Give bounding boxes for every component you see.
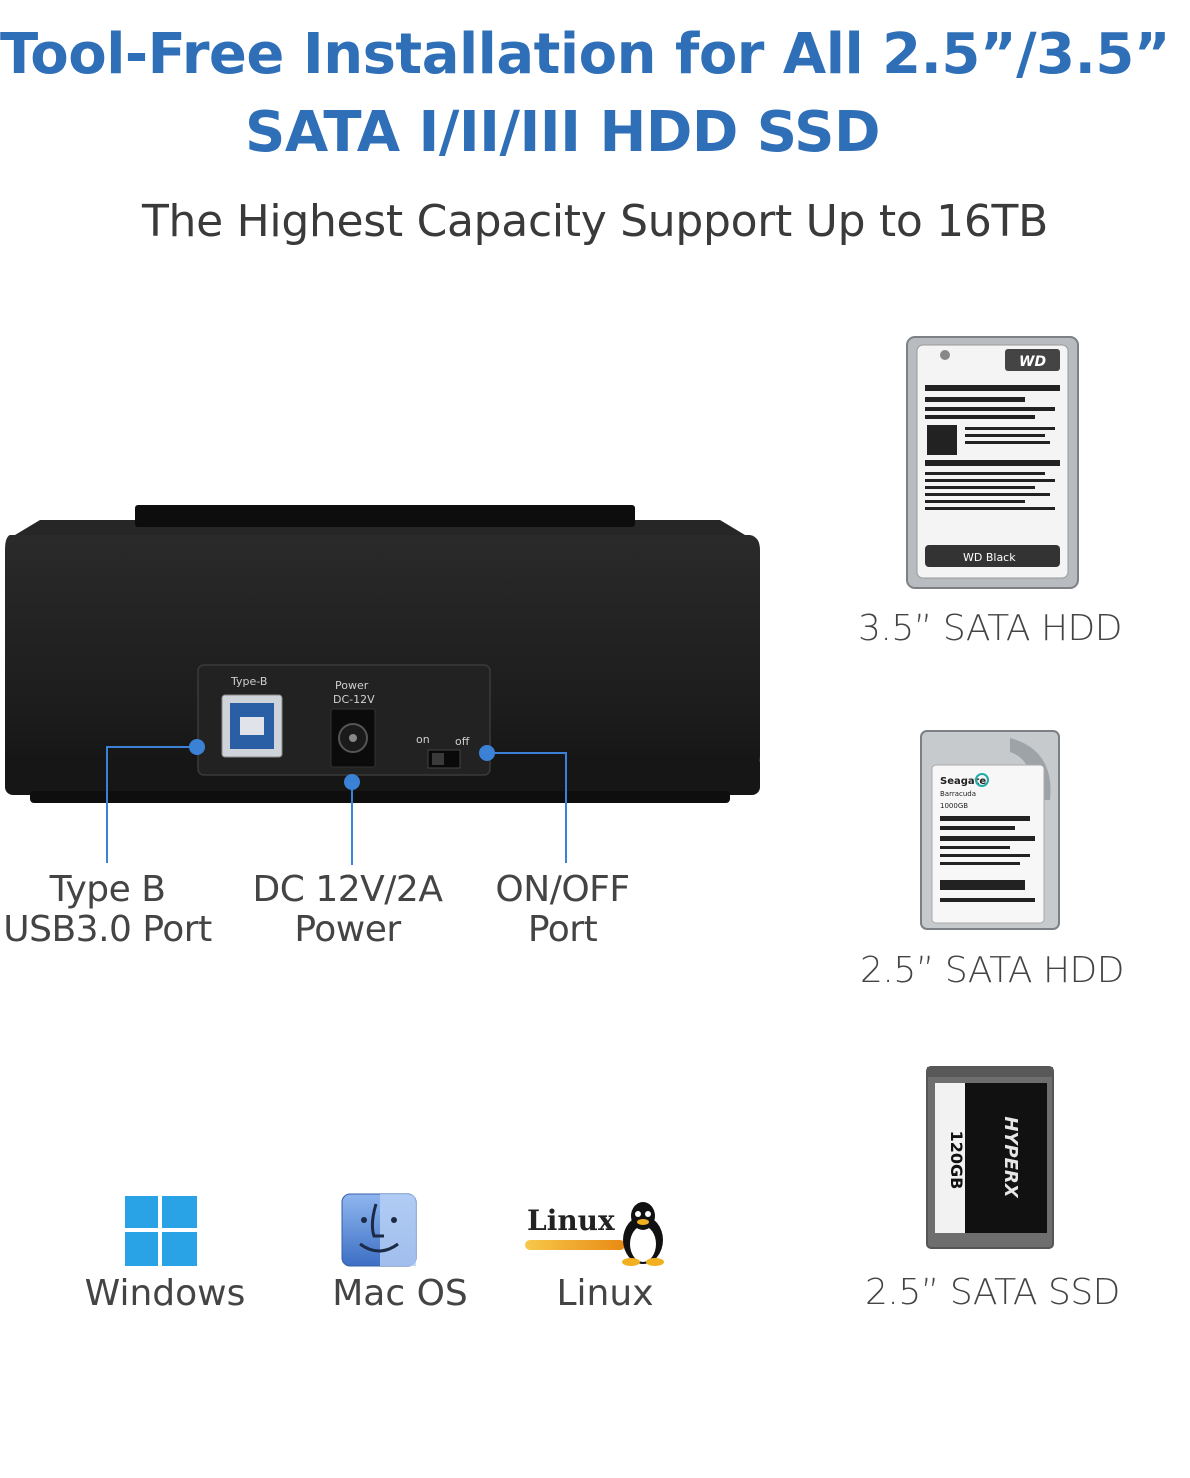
os-label-macos: Mac OS: [332, 1273, 468, 1314]
power-text: Power: [335, 679, 369, 692]
wd-brand-text: WD: [1019, 354, 1046, 370]
windows-logo-icon: [125, 1196, 197, 1266]
power-callout-dot: [344, 774, 360, 790]
port-label-power: DC 12V/2A Power: [250, 870, 445, 950]
os-label-linux: Linux: [556, 1273, 654, 1314]
linux-tux-logo-icon: Linux: [525, 1200, 675, 1270]
wd-model-text: WD Black: [963, 551, 1016, 564]
port-label-switch-line2: Port: [527, 909, 598, 950]
port-label-switch-line1: ON/OFF: [495, 869, 630, 910]
drive-label-wd-hdd: 3.5” SATA HDD: [858, 608, 1122, 649]
title-line-1: Tool-Free Installation for All 2.5”/3.5”: [0, 22, 1171, 87]
linux-logo-text: Linux: [527, 1204, 615, 1237]
os-label-windows: Windows: [84, 1273, 246, 1314]
wd-hdd-image: WD WD Black: [906, 336, 1079, 589]
hyperx-ssd-image: 120GB HYPERX: [926, 1066, 1054, 1249]
port-label-power-line1: DC 12V/2A: [252, 869, 443, 910]
seagate-capacity-text: 1000GB: [940, 802, 968, 810]
port-label-typeb: Type B USB3.0 Port: [0, 870, 215, 950]
mac-os-logo-icon: [341, 1193, 417, 1267]
subtitle: The Highest Capacity Support Up to 16TB: [141, 196, 1048, 247]
seagate-model-text: Barracuda: [940, 790, 976, 798]
ssd-capacity-text: 120GB: [947, 1131, 966, 1190]
docking-station-image: Type-B Power DC-12V on off: [5, 505, 760, 865]
port-label-switch: ON/OFF Port: [485, 870, 640, 950]
switch-callout-dot: [479, 745, 495, 761]
port-label-typeb-line2: USB3.0 Port: [3, 909, 212, 950]
ssd-brand-text: HYPERX: [1000, 1116, 1021, 1198]
typeb-port-text: Type-B: [230, 675, 267, 688]
port-label-typeb-line1: Type B: [49, 869, 166, 910]
switch-off-text: off: [455, 735, 470, 748]
switch-on-text: on: [416, 733, 430, 746]
drive-label-hyperx-ssd: 2.5” SATA SSD: [865, 1272, 1120, 1313]
port-label-power-line2: Power: [294, 909, 401, 950]
drive-label-seagate-hdd: 2.5” SATA HDD: [860, 950, 1124, 991]
seagate-hdd-image: Seagate Barracuda 1000GB: [920, 730, 1060, 930]
title-line-2: SATA I/II/III HDD SSD: [245, 100, 880, 165]
power-spec-text: DC-12V: [333, 693, 375, 706]
typeb-callout-dot: [189, 739, 205, 755]
seagate-brand-text: Seagate: [940, 776, 986, 787]
